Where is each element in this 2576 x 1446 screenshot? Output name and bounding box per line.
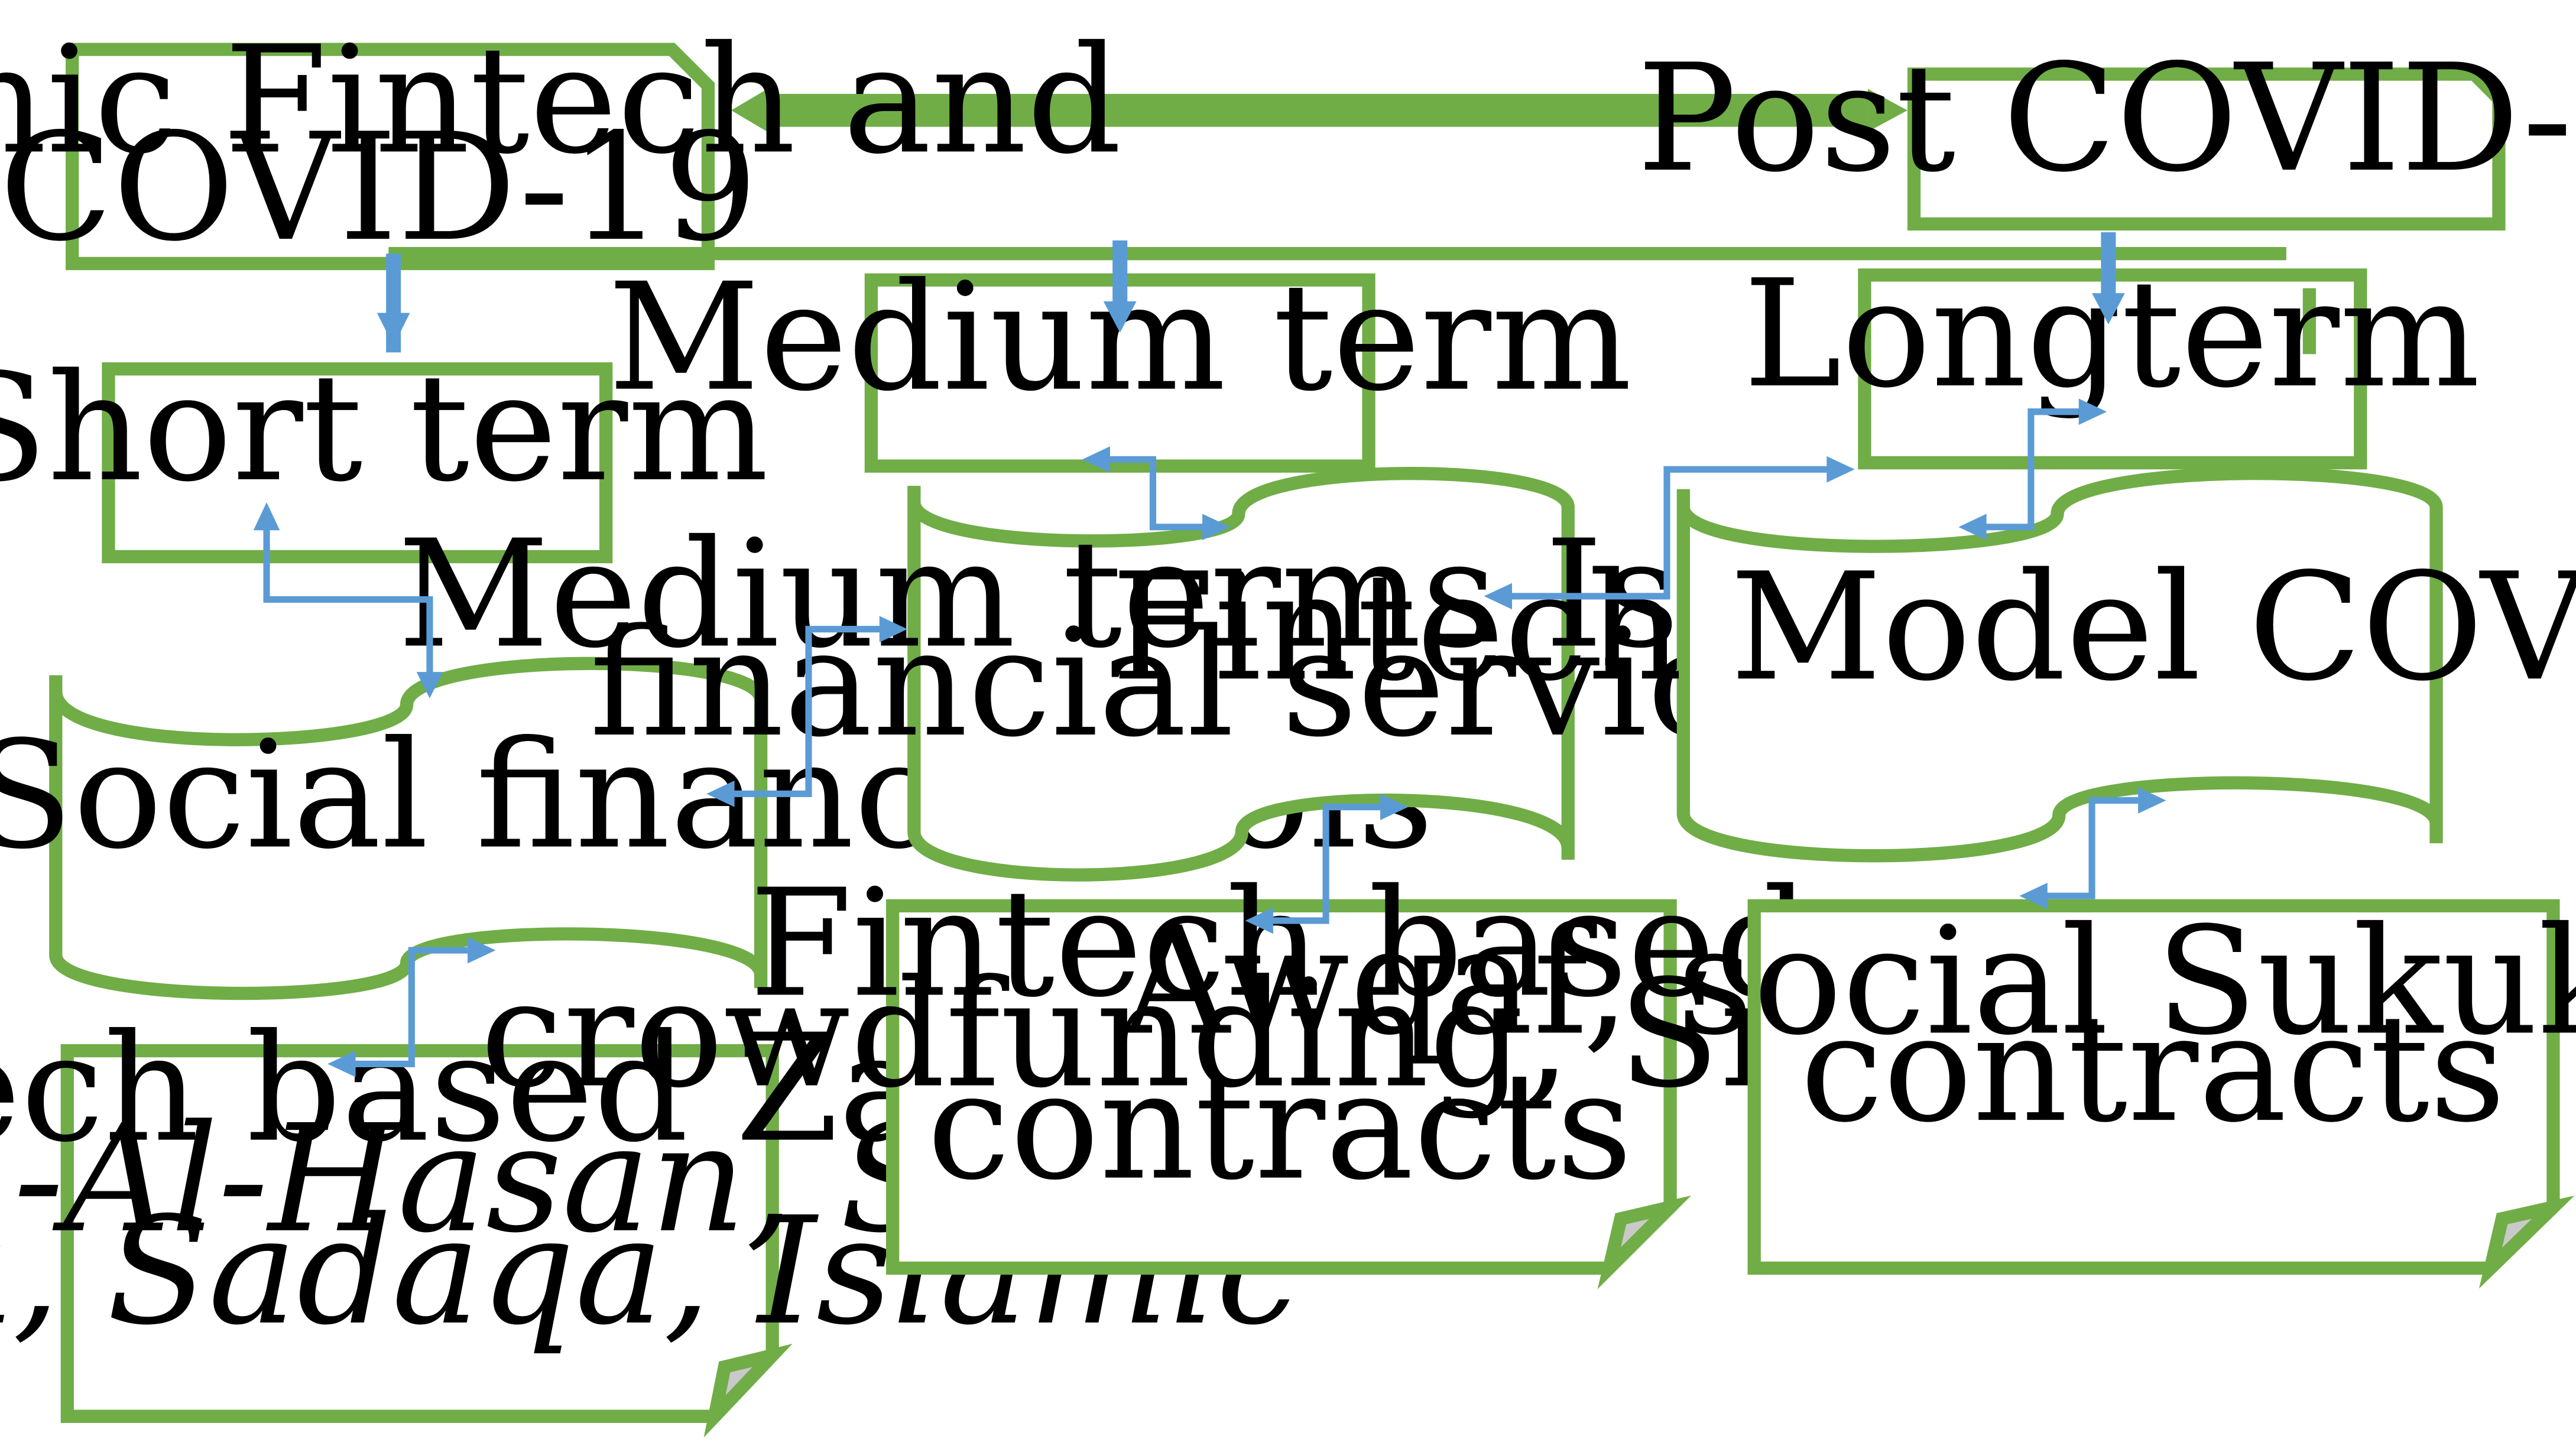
down-arrows [377,232,2125,353]
social-finance-document: Islamic Social finance tools [0,657,1433,1000]
medium-term-box: Medium term [608,252,1632,473]
fintech-model-label: Fintech Model COVID-19 [1111,541,2576,714]
short-term-label: Short term [0,342,768,515]
root-box-line-2: COVID-19 [0,102,758,274]
short-term-box: Short term [0,342,768,564]
top-double-arrow [731,89,1907,132]
post-covid-label: Post COVID-19 [1637,33,2576,205]
crowdfunding-line-1: Fintech based [750,857,1811,1030]
awqaf-box: Awqaf, social Sukuk, Smart contracts [1121,895,2576,1289]
awqaf-line-2: contracts [1800,983,2506,1155]
zakat-box: Fintech based Zakat, Qardh-Al-Hasan, Soc… [0,1003,1299,1438]
fintech-model-document: Fintech Model COVID-19 [1111,467,2576,863]
crowdfunding-line-3: contracts [927,1041,1632,1213]
elbow-connectors [253,398,2166,1077]
awqaf-line-1: Awqaf, social Sukuk, Smart [1121,895,2576,1068]
root-box: Islamic Fintech and COVID-19 [0,14,1122,274]
root-box-line-1: Islamic Fintech and [0,14,1122,187]
post-covid-box: Post COVID-19 [1637,33,2576,231]
